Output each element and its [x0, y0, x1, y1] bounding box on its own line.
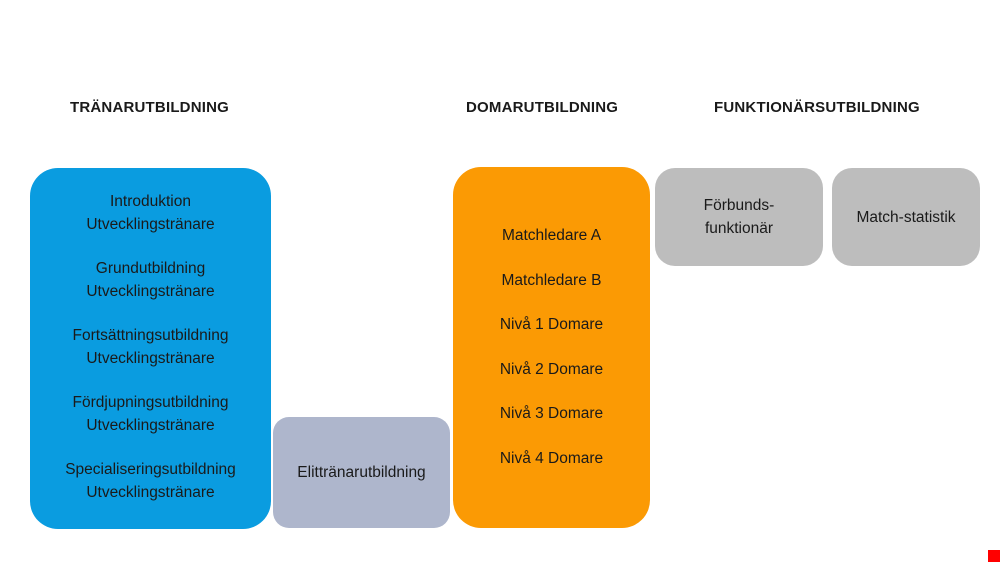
coach-course-specialization: Specialiseringsutbildning Utvecklingsträ…	[65, 458, 236, 504]
referee-level-1: Nivå 1 Domare	[499, 316, 604, 333]
elite-coach-label: Elittränarutbildning	[297, 464, 426, 481]
course-level: Utvecklingstränare	[86, 216, 215, 233]
heading-coach-education: TRÄNARUTBILDNING	[70, 99, 230, 116]
referee-level-3: Nivå 3 Domare	[499, 405, 604, 422]
match-statistics-box: Match-statistik	[832, 168, 980, 266]
corner-marker	[988, 550, 1000, 562]
elite-coach-education-box: Elittränarutbildning	[273, 417, 450, 528]
federation-official-line1: Förbunds-	[703, 197, 775, 214]
course-name: Grundutbildning	[95, 260, 206, 277]
course-name: Specialiseringsutbildning	[65, 461, 236, 478]
course-name: Fördjupningsutbildning	[72, 394, 229, 411]
coach-course-basic: Grundutbildning Utvecklingstränare	[86, 257, 214, 303]
heading-official-education: FUNKTIONÄRSUTBILDNING	[714, 99, 920, 116]
course-name: Fortsättningsutbildning	[72, 327, 229, 344]
coach-course-continuation: Fortsättningsutbildning Utvecklingsträna…	[73, 324, 229, 370]
heading-referee-education: DOMARUTBILDNING	[466, 99, 619, 116]
course-level: Utvecklingstränare	[86, 417, 215, 434]
federation-official-box: Förbunds- funktionär	[655, 168, 823, 266]
referee-education-box: Matchledare A Matchledare B Nivå 1 Domar…	[453, 167, 650, 528]
referee-level-2: Nivå 2 Domare	[499, 360, 604, 378]
referee-level-4: Nivå 4 Domare	[499, 449, 604, 467]
course-level: Utvecklingstränare	[86, 283, 215, 300]
referee-level-match-leader-b: Matchledare B	[501, 271, 602, 289]
referee-level-match-leader-a: Matchledare A	[501, 227, 602, 244]
federation-official-line2: funktionär	[704, 220, 774, 237]
course-name: Introduktion	[109, 193, 191, 210]
course-level: Utvecklingstränare	[86, 350, 215, 367]
coach-course-advanced: Fördjupningsutbildning Utvecklingstränar…	[73, 391, 229, 437]
coach-education-box: Introduktion Utvecklingstränare Grundutb…	[30, 168, 271, 529]
coach-course-intro: Introduktion Utvecklingstränare	[86, 190, 214, 236]
course-level: Utvecklingstränare	[86, 484, 215, 501]
match-statistics-label: Match-statistik	[856, 208, 956, 226]
